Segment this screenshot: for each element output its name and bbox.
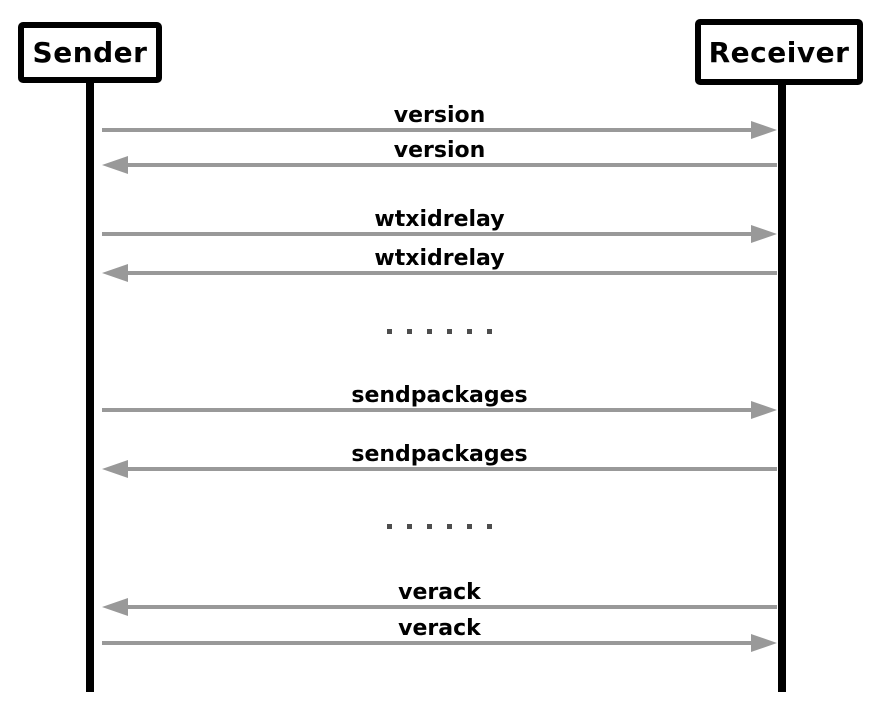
arrowhead-left-icon: [102, 460, 128, 478]
message-label: version: [393, 103, 486, 128]
message-wtxidrelay-left: wtxidrelay: [102, 248, 777, 282]
ellipsis-dot: [467, 524, 472, 529]
message-verack-right: verack: [102, 618, 777, 652]
ellipsis-row: [102, 524, 777, 529]
message-verack-left: verack: [102, 582, 777, 616]
arrowhead-right-icon: [751, 401, 777, 419]
message-label: sendpackages: [351, 383, 528, 408]
arrowhead-right-icon: [751, 121, 777, 139]
actor-receiver-label: Receiver: [708, 35, 850, 69]
ellipsis-dot: [387, 524, 392, 529]
arrow-line: [102, 641, 755, 645]
arrow-line: [124, 467, 777, 471]
arrow-line: [102, 408, 755, 412]
ellipsis-dot: [447, 524, 452, 529]
arrowhead-right-icon: [751, 225, 777, 243]
message-wtxidrelay-right: wtxidrelay: [102, 209, 777, 243]
actor-sender-label: Sender: [32, 36, 148, 69]
arrow-line: [124, 605, 777, 609]
message-sendpackages-left: sendpackages: [102, 444, 777, 478]
ellipsis-dot: [427, 329, 432, 334]
ellipsis-dot: [467, 329, 472, 334]
message-version-left: version: [102, 140, 777, 174]
ellipsis-dot: [487, 329, 492, 334]
message-label: wtxidrelay: [374, 246, 505, 271]
lifeline-receiver: [778, 82, 786, 692]
message-label: verack: [398, 580, 481, 605]
ellipsis-dot: [487, 524, 492, 529]
message-label: sendpackages: [351, 442, 528, 467]
ellipsis-dot: [387, 329, 392, 334]
ellipsis-dot: [407, 524, 412, 529]
arrow-line: [124, 163, 777, 167]
arrowhead-right-icon: [751, 634, 777, 652]
arrowhead-left-icon: [102, 156, 128, 174]
arrowhead-left-icon: [102, 598, 128, 616]
message-label: wtxidrelay: [374, 207, 505, 232]
message-label: verack: [398, 616, 481, 641]
ellipsis-row: [102, 329, 777, 334]
ellipsis-dot: [427, 524, 432, 529]
arrow-line: [102, 128, 755, 132]
message-label: version: [393, 138, 486, 163]
message-sendpackages-right: sendpackages: [102, 385, 777, 419]
message-version-right: version: [102, 105, 777, 139]
arrowhead-left-icon: [102, 264, 128, 282]
ellipsis-dot: [447, 329, 452, 334]
actor-sender: Sender: [18, 22, 162, 83]
arrow-line: [124, 271, 777, 275]
arrow-line: [102, 232, 755, 236]
lifeline-sender: [86, 80, 94, 692]
ellipsis-dot: [407, 329, 412, 334]
